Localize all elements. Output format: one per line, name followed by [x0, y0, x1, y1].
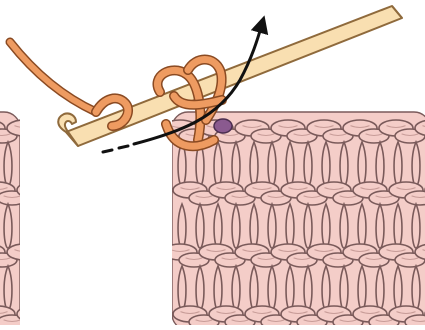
fabric-post	[4, 266, 12, 310]
fabric-post	[322, 142, 330, 186]
fabric-post	[214, 142, 222, 186]
fabric-post	[214, 204, 222, 248]
fabric-stitch	[405, 315, 425, 329]
fabric-post	[268, 142, 276, 186]
fabric-post	[304, 142, 312, 186]
fabric-post	[394, 204, 402, 248]
fabric-post	[358, 142, 366, 186]
fabric-post	[412, 204, 420, 248]
working-yarn-strand	[10, 42, 96, 112]
fabric-post	[376, 142, 384, 186]
fabric-post	[358, 266, 366, 310]
fabric-post	[394, 266, 402, 310]
fabric-post	[250, 204, 258, 248]
fabric-post	[322, 266, 330, 310]
fabric-post	[4, 142, 12, 186]
fabric-post	[232, 266, 240, 310]
fabric-stitch	[7, 244, 41, 260]
fabric-stitch	[405, 191, 425, 205]
fabric-post	[196, 266, 204, 310]
fabric-stitch	[23, 129, 53, 143]
fabric-post	[412, 142, 420, 186]
fabric-post	[340, 266, 348, 310]
fabric-stitch	[33, 315, 63, 329]
fabric-post	[196, 204, 204, 248]
fabric-stitch	[0, 315, 27, 329]
fabric-post	[304, 266, 312, 310]
fabric-post	[214, 266, 222, 310]
left-fabric-swatch	[0, 112, 63, 330]
back-loop	[214, 119, 232, 133]
fabric-post	[22, 266, 30, 310]
fabric-stitch	[17, 182, 51, 198]
fabric-post	[232, 204, 240, 248]
fabric-post	[412, 266, 420, 310]
fabric-post	[4, 204, 12, 248]
fabric-post	[22, 204, 30, 248]
fabric-post	[286, 142, 294, 186]
fabric-post	[376, 266, 384, 310]
fabric-post	[340, 142, 348, 186]
fabric-stitch	[7, 120, 41, 136]
fabric-post	[268, 204, 276, 248]
fabric-post	[340, 204, 348, 248]
fabric-post	[286, 266, 294, 310]
fabric-post	[250, 142, 258, 186]
fabric-stitch	[23, 253, 53, 267]
fabric-stitch	[17, 306, 51, 322]
fabric-post	[322, 204, 330, 248]
fabric-post	[376, 204, 384, 248]
fabric-post	[250, 266, 258, 310]
fabric-post	[178, 204, 186, 248]
fabric-stitch	[33, 191, 63, 205]
fabric-post	[286, 204, 294, 248]
fabric-post	[394, 142, 402, 186]
fabric-post	[358, 204, 366, 248]
fabric-post	[178, 266, 186, 310]
fabric-post	[232, 142, 240, 186]
fabric-post	[304, 204, 312, 248]
fabric-post	[22, 142, 30, 186]
fabric-post	[268, 266, 276, 310]
fabric-stitch	[0, 191, 27, 205]
